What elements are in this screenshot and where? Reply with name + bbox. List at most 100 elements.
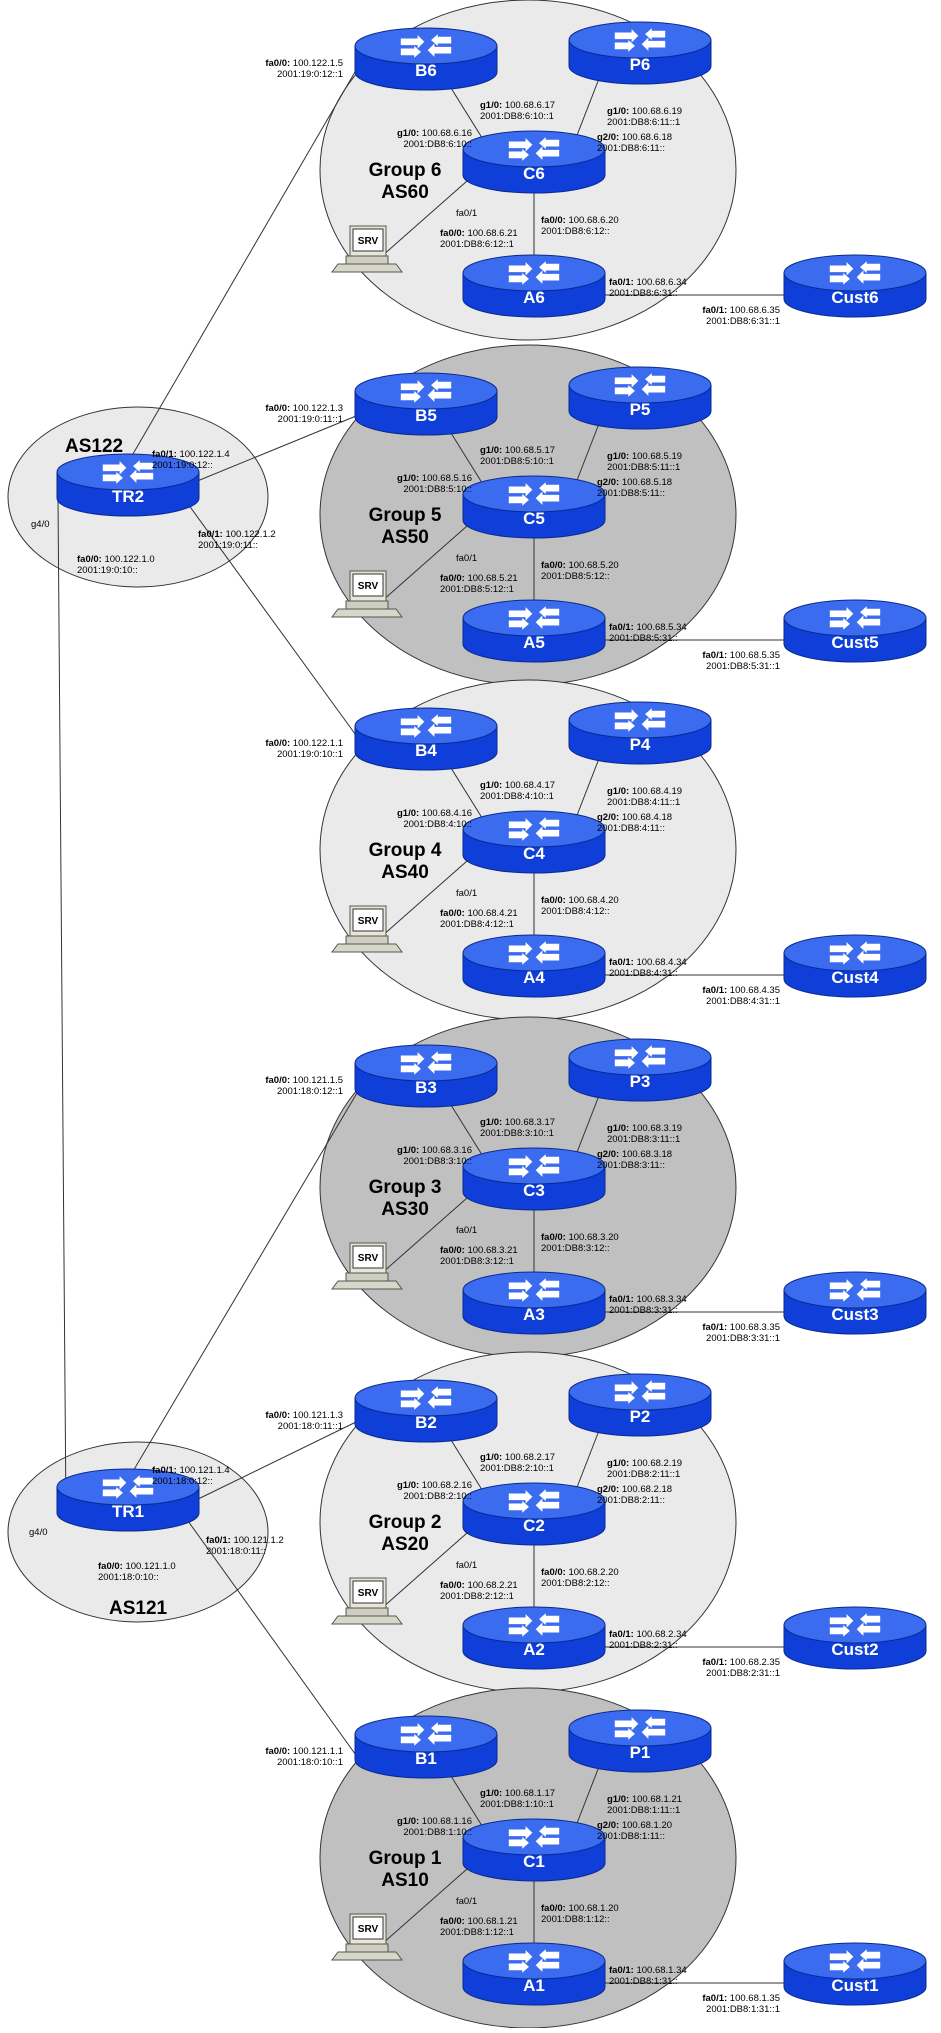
router-cust2[interactable]: Cust2 [783,1606,927,1670]
server-icon[interactable]: SRV [331,1242,403,1290]
router-top [783,599,927,637]
router-c5[interactable]: C5 [462,475,606,539]
router-p3[interactable]: P3 [568,1038,712,1102]
ipv4-address: 100.68.5.34 [634,622,687,633]
router-c1[interactable]: C1 [462,1818,606,1882]
interface-address: g1/0: 100.68.4.19 [607,786,682,797]
router-name: Cust2 [831,1640,878,1659]
router-b4[interactable]: B4 [354,707,498,771]
router-b6[interactable]: B6 [354,27,498,91]
ipv6-address: 2001:DB8:6:31:: [609,288,678,299]
interface-address: fa0/1: 100.68.3.35 [702,1322,780,1333]
router-name: B3 [415,1078,437,1097]
router-a6[interactable]: A6 [462,254,606,318]
router-a4[interactable]: A4 [462,934,606,998]
link-p-c [573,1092,601,1161]
group-title: Group 3 [369,1177,442,1198]
server-icon[interactable]: SRV [331,905,403,953]
router-name: Cust6 [831,288,878,307]
interface-address: g1/0: 100.68.2.16 [397,1480,472,1491]
interface-address: fa0/0: 100.121.1.5 [265,1075,343,1086]
router-cust5[interactable]: Cust5 [783,599,927,663]
router-top [354,1715,498,1753]
router-b3[interactable]: B3 [354,1044,498,1108]
interface-name: g1/0: [607,1794,629,1805]
router-cust1[interactable]: Cust1 [783,1942,927,2006]
router-b1[interactable]: B1 [354,1715,498,1779]
router-c2[interactable]: C2 [462,1482,606,1546]
interface-address: fa0/0: 100.122.1.0 [77,554,155,565]
interface-name: fa0/1: [702,1322,727,1333]
group-title: Group 5 [369,505,442,526]
router-p6[interactable]: P6 [568,21,712,85]
ipv4-address: 100.68.2.20 [566,1567,619,1578]
router-c6[interactable]: C6 [462,130,606,194]
router-a3[interactable]: A3 [462,1271,606,1335]
interface-name: fa0/1: [152,449,177,460]
c-fa01-label: fa0/1 [456,208,477,219]
ipv4-address: 100.68.5.20 [566,560,619,571]
interface-address: fa0/1: 100.68.2.34 [609,1629,687,1640]
router-name: Cust1 [831,1976,878,1995]
router-c4[interactable]: C4 [462,810,606,874]
server-label: SRV [358,916,379,927]
ipv4-address: 100.68.2.19 [629,1458,682,1469]
interface-address: g2/0: 100.68.4.18 [597,812,672,823]
interface-address: fa0/1: 100.121.1.2 [206,1535,284,1546]
router-name: A3 [523,1305,545,1324]
router-a5[interactable]: A5 [462,599,606,663]
router-a2[interactable]: A2 [462,1606,606,1670]
ipv4-address: 100.121.1.5 [290,1075,343,1086]
interface-address: fa0/1: 100.68.3.34 [609,1294,687,1305]
link-p-c [573,1427,601,1496]
server-icon[interactable]: SRV [331,1913,403,1961]
router-top [462,1271,606,1309]
router-c3[interactable]: C3 [462,1147,606,1211]
router-p5[interactable]: P5 [568,366,712,430]
router-cust3[interactable]: Cust3 [783,1271,927,1335]
server-stand [345,1272,389,1282]
ipv6-address: 2001:DB8:2:31::1 [706,1668,780,1679]
router-p2[interactable]: P2 [568,1373,712,1437]
router-cust6[interactable]: Cust6 [783,254,927,318]
ipv4-address: 100.122.1.5 [290,58,343,69]
ipv4-address: 100.68.4.34 [634,957,687,968]
ipv4-address: 100.68.5.17 [502,445,555,456]
router-p1[interactable]: P1 [568,1709,712,1773]
router-top [783,1271,927,1309]
ipv4-address: 100.68.3.18 [619,1149,672,1160]
interface-name: fa0/0: [440,908,465,919]
ipv4-address: 100.121.1.1 [290,1746,343,1757]
router-tr2[interactable]: TR2 [56,453,200,517]
interface-name: fa0/0: [440,573,465,584]
server-screen [352,1580,384,1604]
router-p4[interactable]: P4 [568,701,712,765]
group-as: AS20 [381,1534,429,1555]
router-b2[interactable]: B2 [354,1379,498,1443]
router-tr1[interactable]: TR1 [56,1468,200,1532]
server-stand [345,935,389,945]
ipv4-address: 100.68.1.20 [566,1903,619,1914]
server-icon[interactable]: SRV [331,1577,403,1625]
router-a1[interactable]: A1 [462,1942,606,2006]
server-icon[interactable]: SRV [331,570,403,618]
router-cust4[interactable]: Cust4 [783,934,927,998]
router-b5[interactable]: B5 [354,372,498,436]
server-base [331,1615,403,1625]
server-icon[interactable]: SRV [331,225,403,273]
router-top [354,372,498,410]
router-top [462,810,606,848]
